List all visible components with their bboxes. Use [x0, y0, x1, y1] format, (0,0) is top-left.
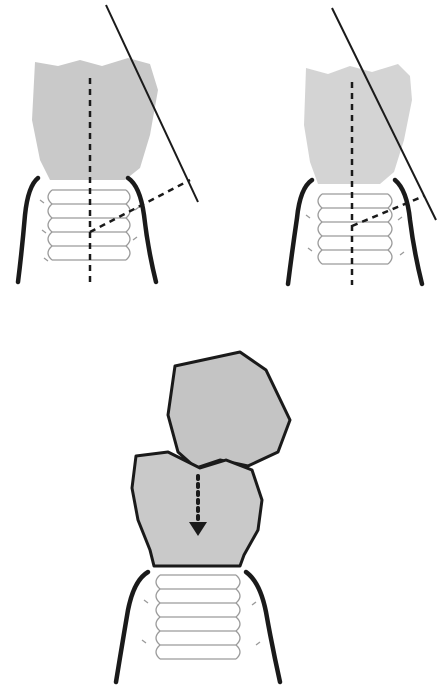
right-tooth-diagram [288, 8, 436, 285]
left-alveolar-bone-left [18, 178, 38, 282]
bottom-occlusion-diagram [116, 352, 290, 682]
left-alveolar-bone-right [128, 178, 156, 282]
right-alveolar-bone-left [288, 180, 312, 284]
bottom-periodontal-ligament [142, 575, 260, 659]
right-alveolar-bone-right [395, 180, 422, 284]
left-moment-arm-line [90, 180, 190, 232]
right-periodontal-ligament [306, 194, 404, 264]
opposing-tooth-crown [168, 352, 290, 468]
right-tooth-crown [304, 64, 412, 184]
bottom-alveolar-bone-left [116, 572, 148, 682]
left-tooth-diagram [18, 5, 198, 285]
bottom-alveolar-bone-right [246, 572, 280, 682]
